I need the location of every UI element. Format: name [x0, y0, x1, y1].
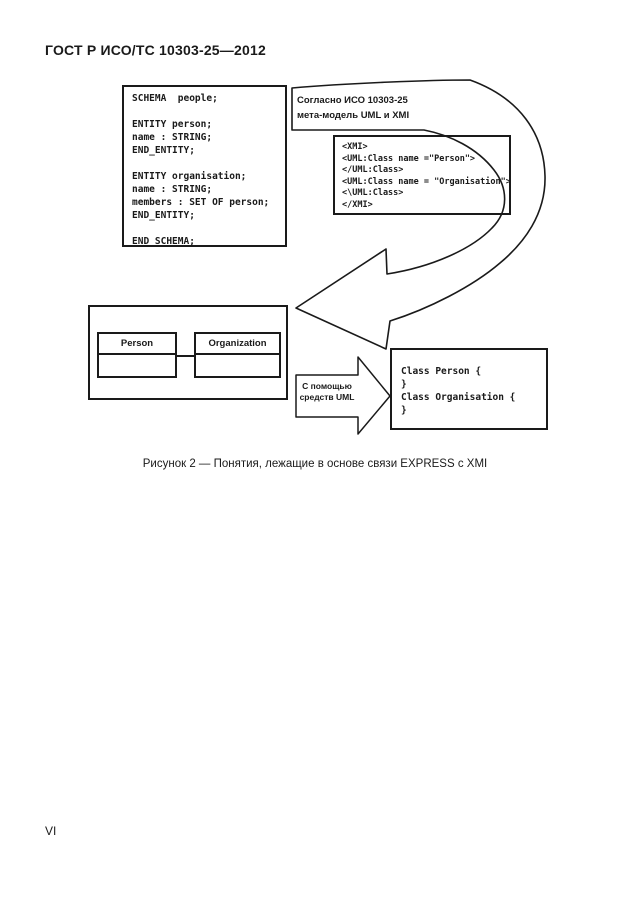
- uml-arrow-label-line-2: средств UML: [299, 392, 355, 402]
- uml-class-person: Person: [97, 332, 177, 378]
- banner-label: Согласно ИСО 10303-25 мета-модель UML и …: [297, 93, 447, 123]
- uml-association-line: [177, 355, 194, 357]
- uml-arrow-label-line-1: С помощью: [302, 381, 352, 391]
- xmi-code: <XMI> <UML:Class name ="Person"> </UML:C…: [333, 135, 511, 215]
- banner-line-1: Согласно ИСО 10303-25: [297, 95, 408, 106]
- banner-line-2: мета-модель UML и XMI: [297, 110, 410, 121]
- class-code: Class Person { } Class Organisation { }: [390, 348, 548, 430]
- figure-caption: Рисунок 2 — Понятия, лежащие в основе св…: [142, 458, 488, 470]
- page-number: VI: [45, 824, 57, 838]
- uml-diagram: Person Organization: [88, 305, 288, 400]
- uml-class-organization-title: Organization: [196, 334, 279, 355]
- page-header: ГОСТ Р ИСО/ТС 10303-25—2012: [45, 42, 266, 58]
- uml-class-person-title: Person: [99, 334, 175, 355]
- uml-class-organization: Organization: [194, 332, 281, 378]
- express-schema-code: SCHEMA people; ENTITY person; name : STR…: [122, 85, 287, 247]
- uml-arrow-label: С помощью средств UML: [296, 381, 358, 403]
